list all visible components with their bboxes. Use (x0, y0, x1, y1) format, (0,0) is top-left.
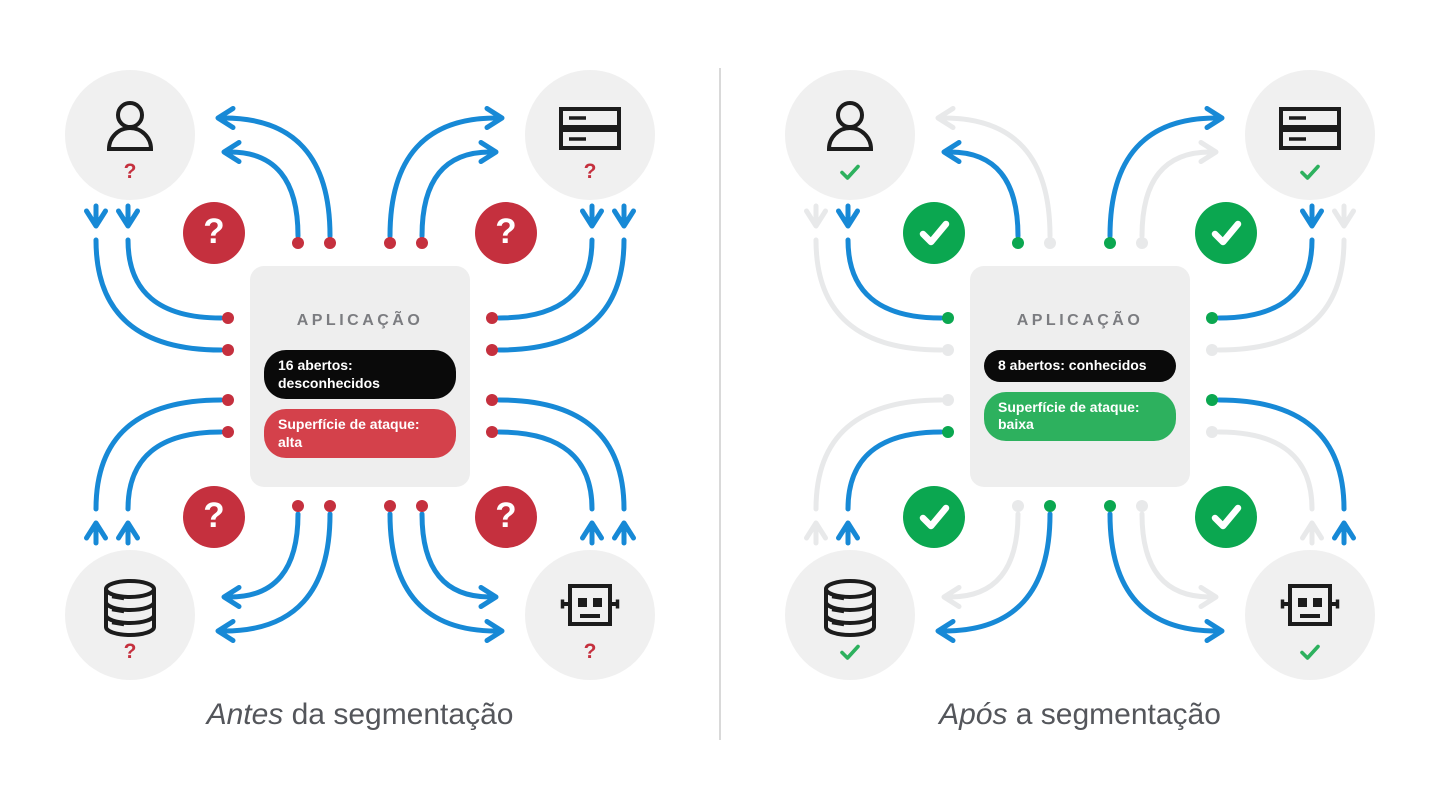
node-status-question: ? (123, 640, 137, 663)
checkmark-icon (919, 220, 950, 246)
question-mark: ? (203, 496, 225, 535)
attack-surface-line: Superfície de ataque: (998, 398, 1140, 415)
question-mark: ? (495, 212, 517, 251)
checkmark-icon (919, 504, 950, 530)
node-server: ? (525, 70, 655, 200)
user-icon (106, 100, 154, 151)
node-bot (1245, 550, 1375, 680)
open-ports-line: desconhecidos (278, 374, 380, 391)
checkmark-icon (1211, 220, 1242, 246)
attack-surface-line: alta (278, 433, 303, 450)
bot-icon (1280, 583, 1340, 626)
node-user (785, 70, 915, 200)
node-user: ? (65, 70, 195, 200)
node-status-question: ? (583, 160, 597, 183)
open-ports-line: 16 abertos: (278, 357, 353, 373)
question-mark: ? (495, 496, 517, 535)
caption-rest: a segmentação (1007, 698, 1221, 731)
node-status-question: ? (583, 640, 597, 663)
node-database (785, 550, 915, 680)
unknown-badge: ? (183, 486, 245, 548)
server-icon (1279, 106, 1341, 150)
attack-surface-line: baixa (998, 416, 1034, 432)
server-icon (559, 106, 621, 150)
application-box-before: APLICAÇÃO 16 abertos: desconhecidos Supe… (250, 266, 470, 487)
question-mark: ? (203, 212, 225, 251)
unknown-badge: ? (475, 202, 537, 264)
checkmark-icon (1300, 644, 1320, 660)
panel-divider (719, 68, 721, 740)
application-title: APLICAÇÃO (1016, 312, 1144, 329)
application-box-after: APLICAÇÃO 8 abertos: conhecidos Superfíc… (970, 266, 1190, 487)
checkmark-icon (1211, 504, 1242, 530)
open-ports-line: 8 abertos: conhecidos (998, 357, 1147, 373)
checkmark-icon (840, 644, 860, 660)
panel-before-segmentation: ? ? ? (0, 70, 720, 732)
node-status-question: ? (123, 160, 137, 183)
user-icon (826, 100, 874, 151)
caption-after: Após a segmentação (720, 698, 1440, 732)
open-ports-pill: 8 abertos: conhecidos (984, 350, 1176, 382)
open-ports-pill: 16 abertos: desconhecidos (264, 350, 456, 399)
attack-surface-pill: Superfície de ataque: baixa (984, 391, 1176, 441)
unknown-badge: ? (475, 486, 537, 548)
node-server (1245, 70, 1375, 200)
caption-rest: da segmentação (283, 698, 514, 731)
allowed-badge (903, 486, 965, 548)
checkmark-icon (1300, 164, 1320, 180)
panel-after-segmentation: APLICAÇÃO 8 abertos: conhecidos Superfíc… (720, 0, 1440, 810)
database-icon (824, 578, 876, 637)
checkmark-icon (840, 164, 860, 180)
allowed-badge (1195, 486, 1257, 548)
application-title: APLICAÇÃO (296, 312, 424, 329)
allowed-badge (903, 202, 965, 264)
database-icon (104, 578, 156, 637)
node-bot: ? (525, 550, 655, 680)
caption-before: Antes da segmentação (0, 698, 720, 732)
node-database: ? (65, 550, 195, 680)
caption-italic-word: Após (939, 698, 1008, 731)
unknown-badge: ? (183, 202, 245, 264)
allowed-badge (1195, 202, 1257, 264)
attack-surface-line: Superfície de ataque: (278, 416, 420, 432)
bot-icon (560, 583, 620, 626)
attack-surface-pill: Superfície de ataque: alta (264, 409, 456, 458)
caption-italic-word: Antes (206, 698, 284, 731)
